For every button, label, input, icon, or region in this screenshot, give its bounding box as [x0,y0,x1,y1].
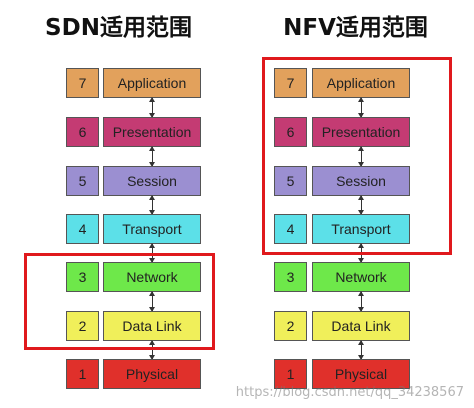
sdn-layer-name: Physical [103,359,201,389]
nfv-layer-connector-arrow [358,340,364,360]
sdn-layer-number: 5 [66,166,99,196]
nfv-layer-number: 1 [274,359,307,389]
sdn-layer-number: 3 [66,262,99,292]
sdn-layer-number: 6 [66,117,99,147]
sdn-layer-name: Session [103,166,201,196]
nfv-layer-connector-arrow [358,291,364,312]
nfv-layer-name: Application [312,68,410,98]
sdn-layer-connector-arrow [149,146,155,167]
sdn-layer-number: 4 [66,214,99,244]
sdn-layer-connector-arrow [149,340,155,360]
sdn-layer-number: 1 [66,359,99,389]
nfv-layer-number: 5 [274,166,307,196]
nfv-layer-number: 3 [274,262,307,292]
watermark: https://blog.csdn.net/qq_34238567 [235,385,464,400]
sdn-layer-connector-arrow [149,291,155,312]
nfv-layer-number: 2 [274,311,307,341]
nfv-layer-name: Physical [312,359,410,389]
nfv-layer-name: Data Link [312,311,410,341]
sdn-layer-connector-arrow [149,195,155,215]
nfv-layer-name: Network [312,262,410,292]
nfv-layer-connector-arrow [358,97,364,118]
sdn-layer-number: 7 [66,68,99,98]
nfv-layer-number: 7 [274,68,307,98]
nfv-layer-connector-arrow [358,146,364,167]
nfv-layer-name: Transport [312,214,410,244]
sdn-layer-name: Data Link [103,311,201,341]
sdn-layer-connector-arrow [149,97,155,118]
sdn-layer-name: Presentation [103,117,201,147]
nfv-layer-number: 6 [274,117,307,147]
nfv-layer-name: Presentation [312,117,410,147]
sdn-layer-number: 2 [66,311,99,341]
sdn-layer-name: Transport [103,214,201,244]
nfv-title: NFV适用范围 [283,15,428,41]
nfv-layer-number: 4 [274,214,307,244]
sdn-title: SDN适用范围 [45,15,192,41]
sdn-layer-name: Application [103,68,201,98]
nfv-layer-connector-arrow [358,195,364,215]
nfv-scope-highlight [262,57,452,255]
sdn-layer-name: Network [103,262,201,292]
sdn-scope-highlight [24,253,215,350]
